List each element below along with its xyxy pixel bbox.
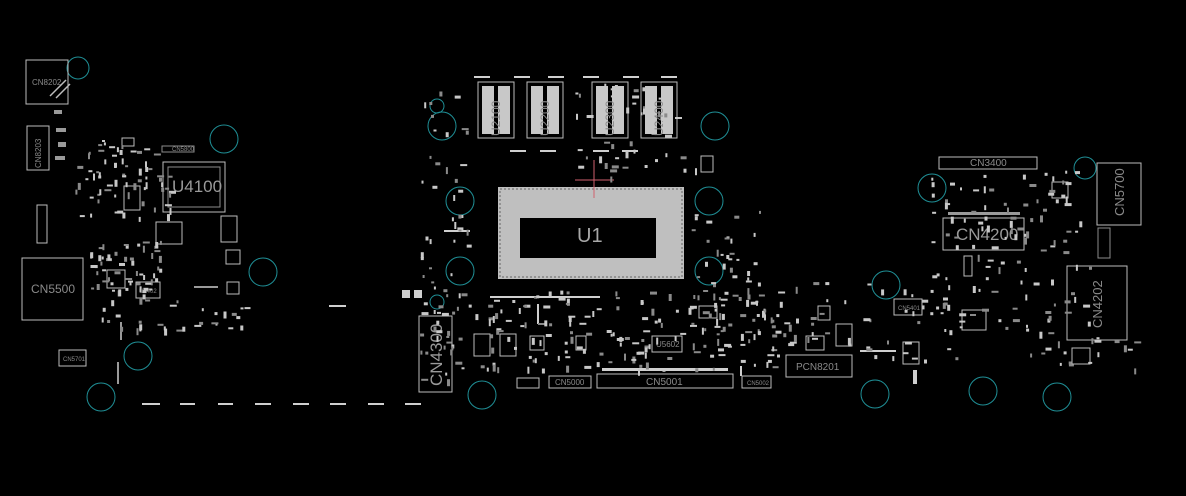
cn5701-outline[interactable] xyxy=(58,349,87,367)
cn5401-label: CN5401 xyxy=(898,306,921,312)
cn5000-label: CN5000 xyxy=(555,378,585,387)
cn5401-outline[interactable] xyxy=(893,298,923,316)
mounting-hole[interactable] xyxy=(694,256,724,286)
u2300-chip[interactable]: U2300 xyxy=(591,81,629,139)
u1-label: U1 xyxy=(577,225,603,247)
cn8203-outline[interactable] xyxy=(26,125,50,171)
u2100-chip[interactable]: U2100 xyxy=(477,81,515,139)
right-region: CN3400 CN4200 CN5700 CN4202 PCN8201 CN54… xyxy=(740,156,1142,384)
u5402-outline[interactable] xyxy=(135,281,161,299)
mounting-hole[interactable] xyxy=(429,98,445,114)
mounting-hole[interactable] xyxy=(66,56,90,80)
cn5500-outline[interactable] xyxy=(21,257,84,321)
u2200-label: U2200 xyxy=(538,100,552,136)
cn5701-label: CN5701 xyxy=(63,357,86,363)
cn5001-outline[interactable] xyxy=(596,373,734,389)
dashed-trace xyxy=(142,305,421,405)
cn3400-label: CN3400 xyxy=(970,158,1007,169)
u5602-label: U5602 xyxy=(656,340,680,349)
mounting-hole[interactable] xyxy=(467,380,497,410)
cn3400-outline[interactable] xyxy=(938,156,1038,170)
mounting-hole[interactable] xyxy=(871,270,901,300)
u2300-label: U2300 xyxy=(603,100,617,136)
u1-cpu[interactable]: U1 xyxy=(498,187,684,279)
mounting-hole[interactable] xyxy=(427,111,457,141)
cn5002-label: CN5002 xyxy=(747,381,770,387)
u2400-chip[interactable]: U2400 xyxy=(640,81,678,139)
cn5000-outline[interactable] xyxy=(548,375,592,389)
mounting-hole[interactable] xyxy=(1073,156,1097,180)
mounting-hole[interactable] xyxy=(209,124,239,154)
mounting-hole[interactable] xyxy=(1042,382,1072,412)
u5602-outline[interactable] xyxy=(651,335,683,353)
cursor-crosshair xyxy=(575,160,614,198)
cn4202-label: CN4202 xyxy=(1090,280,1105,328)
cn5700-label: CN5700 xyxy=(1112,168,1127,216)
cn5800-label: CN5800 xyxy=(172,147,195,153)
cn8203-label: CN8203 xyxy=(34,138,43,168)
mounting-hole[interactable] xyxy=(694,186,724,216)
cn5002-outline[interactable] xyxy=(741,375,772,389)
cn5001-label: CN5001 xyxy=(646,377,683,388)
cn4300-label: CN4300 xyxy=(427,324,446,386)
mounting-hole[interactable] xyxy=(429,294,445,310)
mounting-hole[interactable] xyxy=(860,379,890,409)
cn5700-outline[interactable] xyxy=(1096,162,1142,226)
mounting-holes xyxy=(66,56,1097,412)
cn8202-label: CN8202 xyxy=(32,78,62,87)
cn4200-label: CN4200 xyxy=(956,225,1018,244)
pcn8201-label: PCN8201 xyxy=(796,362,840,373)
cn8202-outline[interactable] xyxy=(25,59,69,105)
pcn8201-outline[interactable] xyxy=(785,354,853,378)
mounting-hole[interactable] xyxy=(248,257,278,287)
center-region: U2100 U2200 U2300 U2400 U1 xyxy=(402,76,772,393)
smd-components xyxy=(75,83,1142,387)
mounting-hole[interactable] xyxy=(86,382,116,412)
mounting-hole[interactable] xyxy=(700,111,730,141)
mounting-hole[interactable] xyxy=(445,256,475,286)
mounting-hole[interactable] xyxy=(123,341,153,371)
u5402-label: U5402 xyxy=(139,289,157,295)
u2100-label: U2100 xyxy=(489,100,503,136)
mounting-hole[interactable] xyxy=(917,173,947,203)
u2400-label: U2400 xyxy=(652,100,666,136)
mounting-hole[interactable] xyxy=(968,376,998,406)
u4100-label: U4100 xyxy=(172,177,222,196)
left-region: CN8202 CN8203 CN5500 CN5701 U4100 CN5800… xyxy=(21,59,241,384)
u2200-chip[interactable]: U2200 xyxy=(526,81,564,139)
cn5500-label: CN5500 xyxy=(31,282,75,296)
